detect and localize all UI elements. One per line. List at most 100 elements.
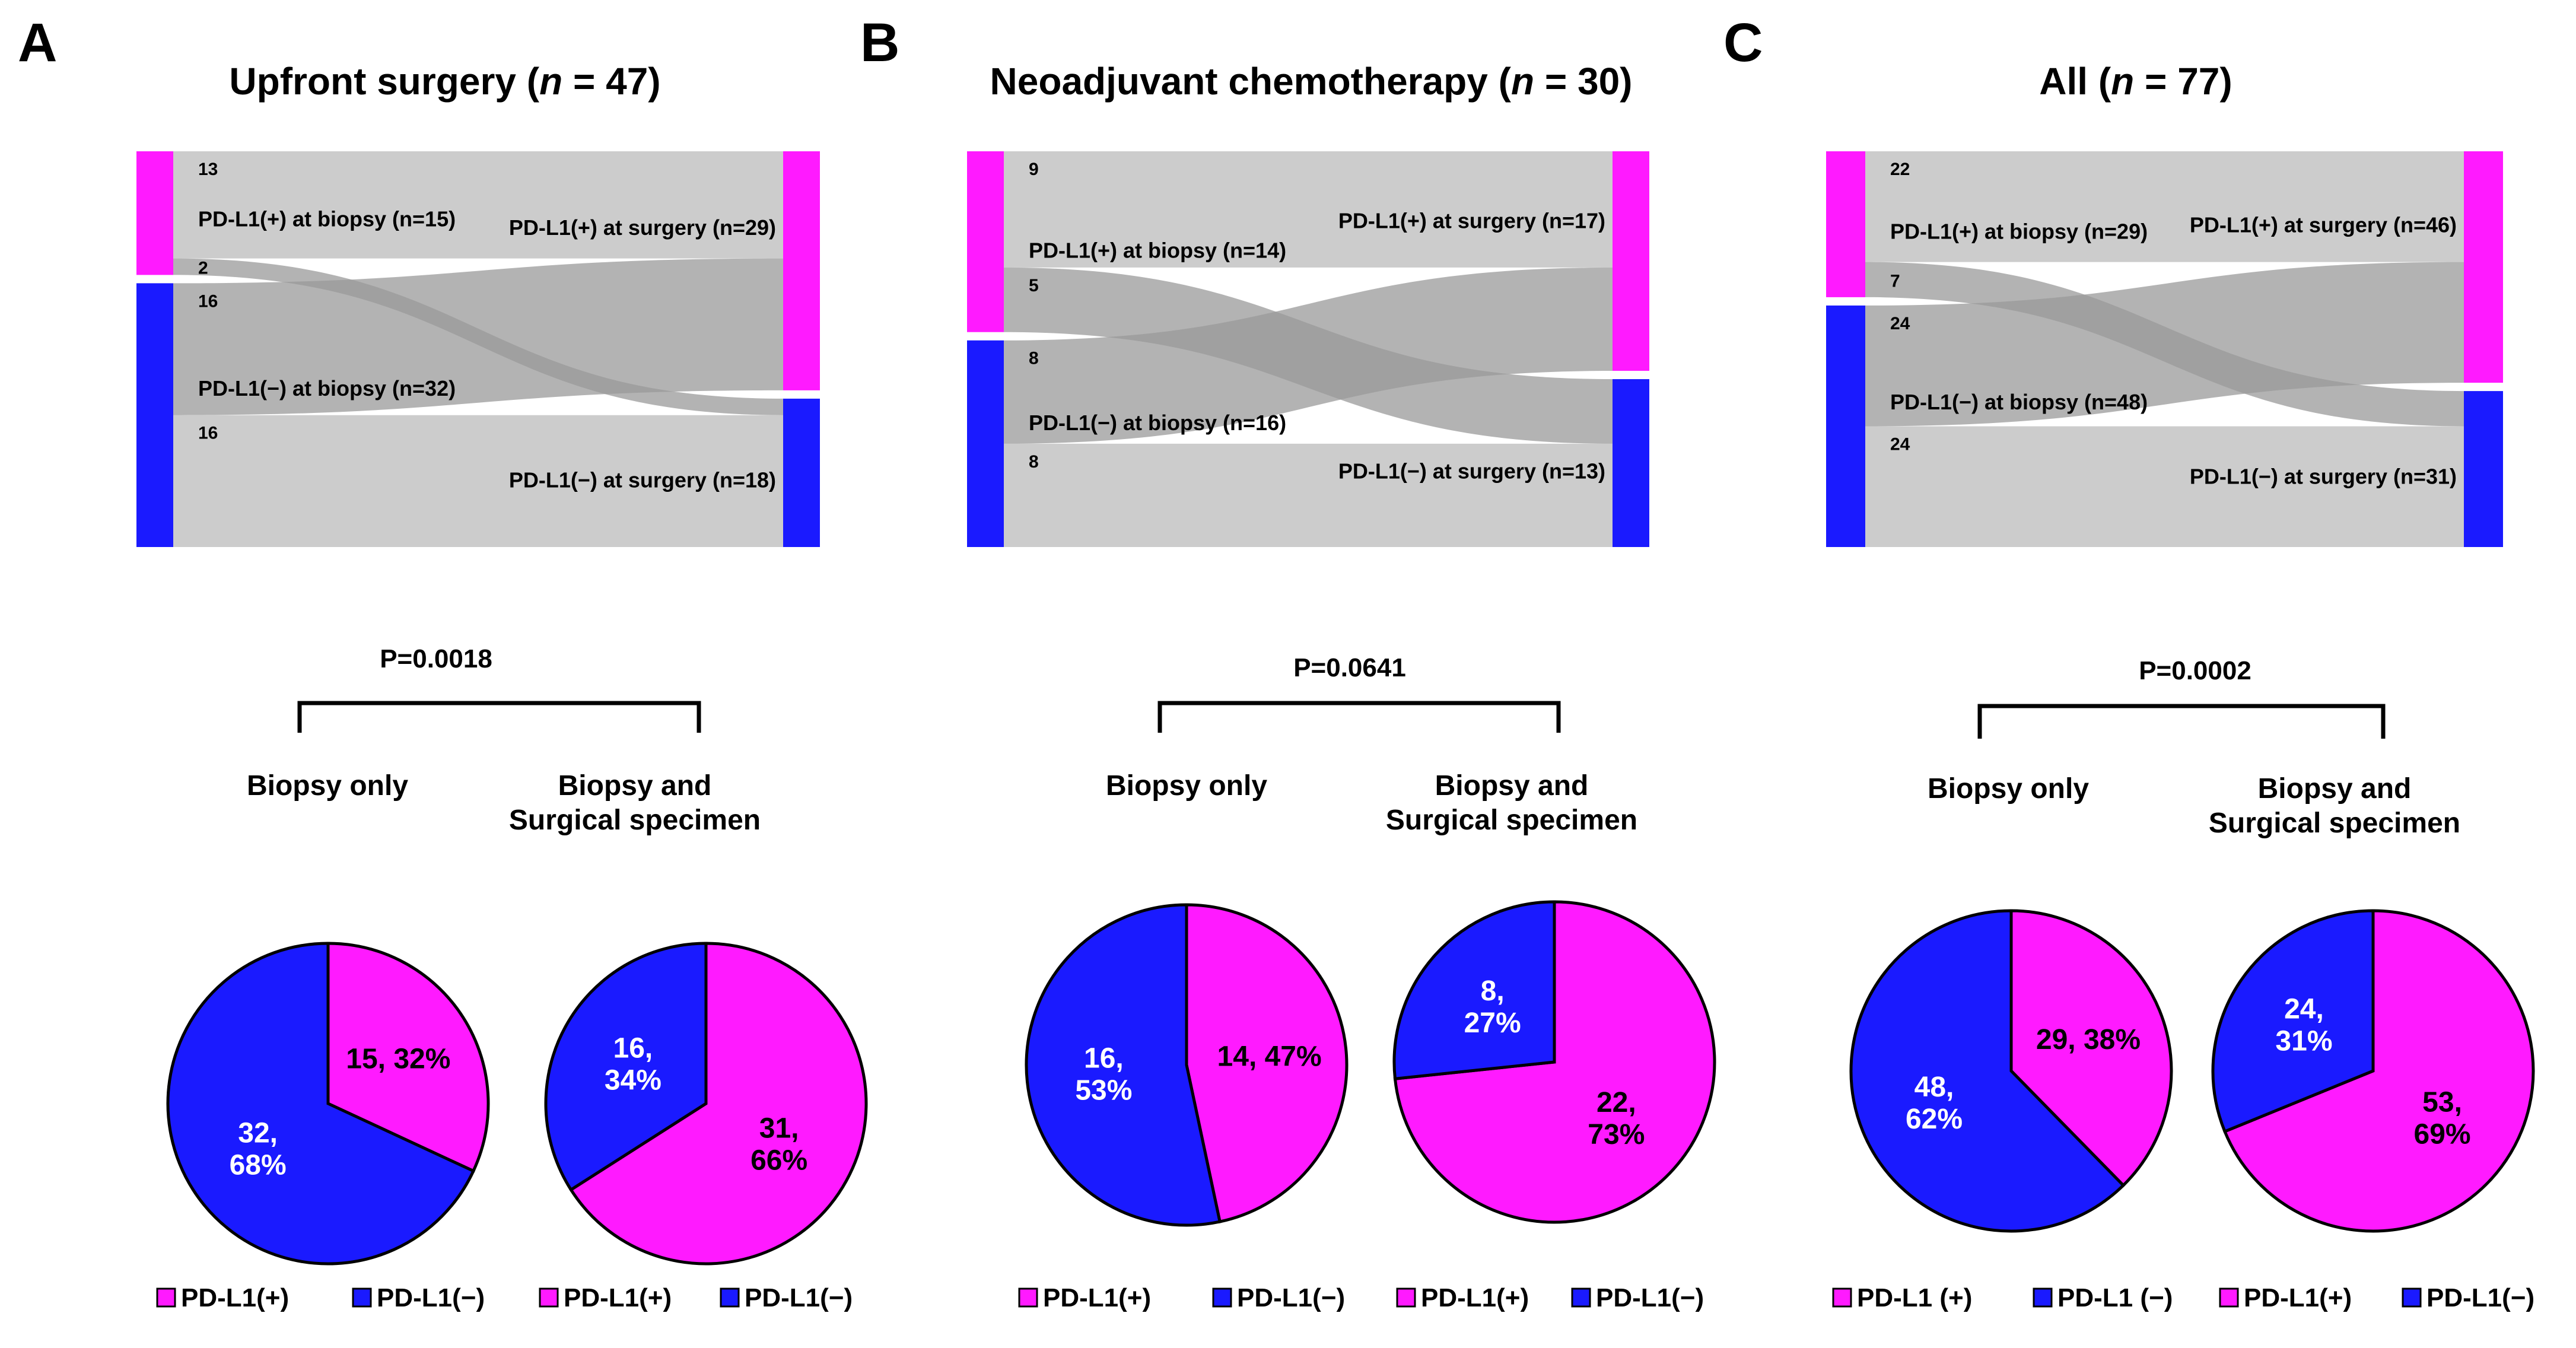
sankey-flow-value: 16 — [198, 291, 218, 311]
p-value: P=0.0641 — [1293, 653, 1406, 682]
pie-slice — [326, 942, 490, 1173]
sankey-flow-value-line: 5 — [1029, 276, 1039, 295]
sankey-flow — [1004, 267, 1613, 444]
pie-label-biopsy-only-line: Biopsy only — [247, 770, 408, 802]
legend-label-line: PD-L1(+) — [564, 1283, 672, 1312]
pie-slice-label-line: 27% — [1464, 1007, 1521, 1039]
legend-label: PD-L1(+) — [2244, 1283, 2352, 1312]
sankey-flow-value: 5 — [1029, 276, 1039, 295]
pie-slice-label: 22,73% — [1588, 1087, 1645, 1150]
pie-slice-label: 8,27% — [1464, 975, 1521, 1039]
pie-slice-label: 48,62% — [1906, 1072, 1963, 1135]
sankey-left-label-line: PD-L1(−) at biopsy (n=48) — [1890, 390, 2148, 414]
sankey-left-label: PD-L1(−) at biopsy (n=32) — [198, 376, 456, 400]
sankey-flow — [173, 151, 783, 259]
legend-swatch — [720, 1287, 740, 1308]
legend-label-line: PD-L1(−) — [1596, 1283, 1704, 1312]
pie-label-biopsy-only-line: Biopsy only — [1106, 770, 1267, 802]
sankey-right-label-line: PD-L1(+) at surgery (n=46) — [2190, 213, 2457, 237]
sankey-flow-value-line: 2 — [198, 259, 208, 278]
legend-swatch — [352, 1287, 372, 1308]
sankey-node-left — [136, 283, 173, 547]
pie-slice-label-line: 69% — [2414, 1118, 2471, 1150]
sankey-flow-value: 24 — [1890, 434, 1910, 454]
pie-slice-label: 15, 32% — [346, 1043, 450, 1074]
p-value-line: P=0.0002 — [2139, 656, 2251, 685]
legend-label: PD-L1(−) — [1237, 1283, 1345, 1312]
legend-swatch — [2033, 1287, 2053, 1308]
sankey-flow-value-line: 22 — [1890, 160, 1910, 179]
sankey-right-label-line: PD-L1(−) at surgery (n=13) — [1338, 459, 1605, 484]
pie-label-biopsy-surgical-line: Surgical specimen — [2209, 807, 2460, 839]
pie-slice — [1025, 903, 1222, 1227]
pie-label-biopsy-surgical-line: Biopsy and — [1435, 770, 1589, 802]
sankey-flow-value: 16 — [198, 424, 218, 443]
sankey-left-label-line: PD-L1(−) at biopsy (n=16) — [1029, 411, 1286, 435]
legend-label: PD-L1(+) — [1043, 1283, 1151, 1312]
pie-slice-label: 16,53% — [1075, 1043, 1132, 1107]
legend-label-line: PD-L1(−) — [745, 1283, 853, 1312]
legend-swatch — [1018, 1287, 1038, 1308]
sankey-right-label: PD-L1(+) at surgery (n=46) — [2190, 213, 2457, 237]
sankey-node-left — [136, 151, 173, 275]
sankey-right-label: PD-L1(+) at surgery (n=17) — [1338, 209, 1605, 233]
sankey-flow-value: 13 — [198, 160, 218, 179]
legend-label: PD-L1(+) — [1421, 1283, 1529, 1312]
significance-bracket — [1977, 704, 2386, 739]
legend-swatch — [539, 1287, 559, 1308]
legend-label: PD-L1(−) — [745, 1283, 853, 1312]
sankey-flow-value: 9 — [1029, 160, 1039, 179]
pie-slice-label-line: 31% — [2275, 1026, 2332, 1057]
pie-slice — [1392, 900, 1556, 1080]
pie-label-biopsy-only: Biopsy only — [247, 770, 408, 802]
pie-slice — [166, 942, 476, 1266]
sankey-flow-value-line: 24 — [1890, 434, 1910, 454]
pie-slice-label: 31,66% — [750, 1112, 807, 1176]
panel-title-a: Upfront surgery (n = 47) — [229, 60, 661, 103]
sankey-flow-value: 24 — [1890, 314, 1910, 333]
sankey-left-label: PD-L1(+) at biopsy (n=14) — [1029, 239, 1286, 263]
legend-label-line: PD-L1(−) — [2426, 1283, 2534, 1312]
pie-slice-label-line: 73% — [1588, 1119, 1645, 1150]
sankey-node-right — [1613, 151, 1649, 371]
significance-bracket — [297, 701, 701, 733]
sankey-flow — [1865, 262, 2464, 427]
legend-label-line: PD-L1(+) — [181, 1283, 289, 1312]
sankey-flow — [173, 415, 783, 547]
legend-swatch — [1396, 1287, 1416, 1308]
pie-slice-label-line: 53% — [1075, 1075, 1132, 1107]
pie-label-biopsy-only: Biopsy only — [1928, 773, 2089, 805]
panel-title-c: All (n = 77) — [2039, 60, 2232, 103]
sankey-flow-value-line: 8 — [1029, 452, 1039, 472]
pie-slice-label-line: 31, — [759, 1112, 799, 1144]
sankey-node-right — [2464, 391, 2503, 547]
pie-slice-label-line: 16, — [1084, 1043, 1124, 1074]
pie-slice — [2222, 909, 2535, 1233]
legend-swatch — [1832, 1287, 1852, 1308]
pie-slice-label-line: 15, 32% — [346, 1043, 450, 1074]
pie-slice-label-line: 16, — [613, 1033, 653, 1064]
pie-slice-label-line: 29, 38% — [2036, 1024, 2141, 1055]
sankey-left-label-line: PD-L1(+) at biopsy (n=14) — [1029, 239, 1286, 263]
pie-slice — [1849, 909, 2126, 1233]
pie-label-biopsy-only-line: Biopsy only — [1928, 773, 2089, 805]
legend-label-line: PD-L1 (+) — [1857, 1283, 1972, 1312]
sankey-left-label-line: PD-L1(+) at biopsy (n=29) — [1890, 219, 2148, 243]
sankey-left-label: PD-L1(+) at biopsy (n=15) — [198, 207, 456, 231]
pie-slice-label-line: 24, — [2284, 994, 2324, 1025]
sankey-right-label: PD-L1(−) at surgery (n=31) — [2190, 465, 2457, 489]
pie-slice — [544, 942, 708, 1192]
sankey-flow-value: 22 — [1890, 160, 1910, 179]
pie-slice-label: 32,68% — [230, 1118, 287, 1181]
pie-slice-label-line: 53, — [2422, 1086, 2462, 1118]
p-value: P=0.0002 — [2139, 656, 2251, 685]
sankey-node-left — [1826, 305, 1865, 547]
sankey-left-label: PD-L1(−) at biopsy (n=48) — [1890, 390, 2148, 414]
sankey-flow — [1865, 426, 2464, 547]
sankey-flow-value: 8 — [1029, 452, 1039, 472]
sankey-flow-value: 8 — [1029, 349, 1039, 368]
legend-swatch — [1571, 1287, 1591, 1308]
